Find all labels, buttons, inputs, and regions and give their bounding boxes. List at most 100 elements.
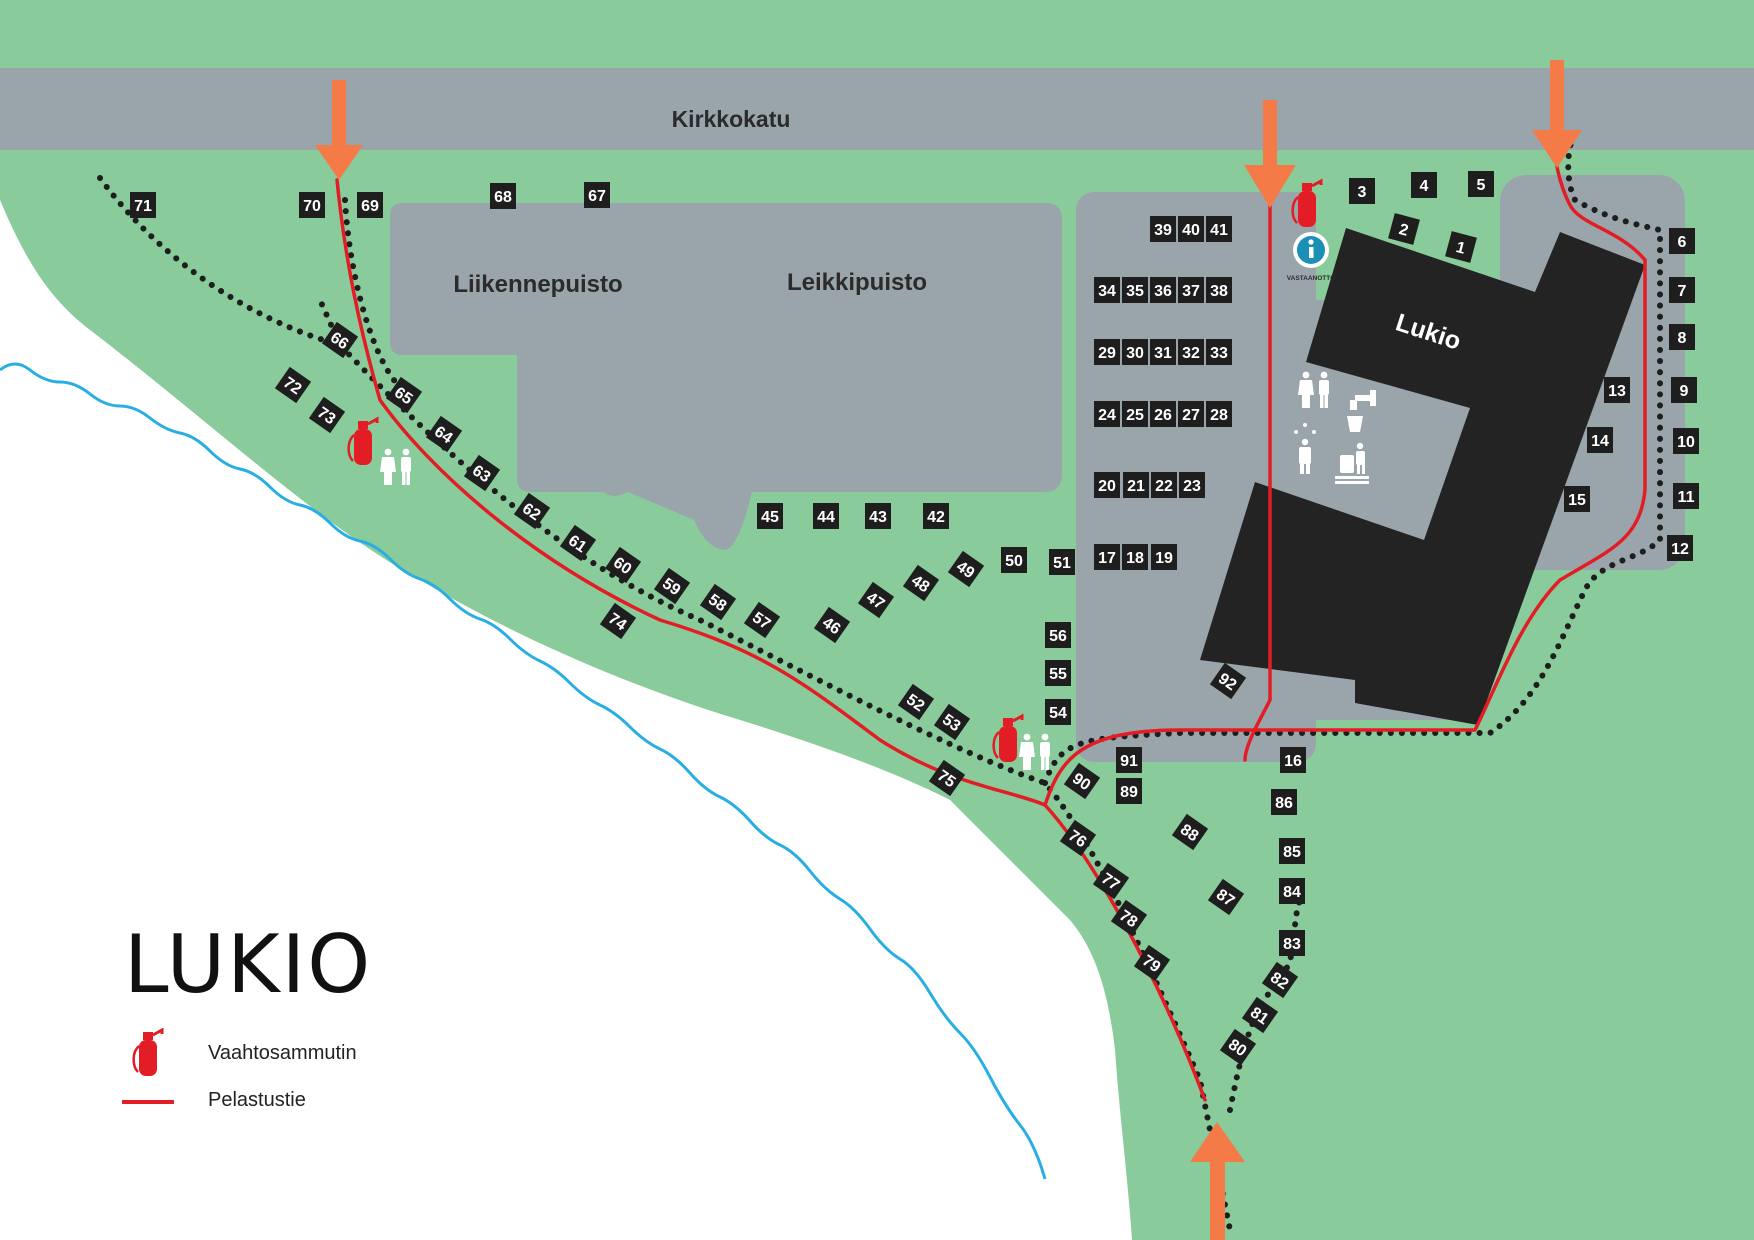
plot-marker-69: 69 (357, 192, 383, 218)
lake-water (0, 200, 1100, 1240)
plot-box (1206, 277, 1232, 303)
plot-box (1116, 778, 1142, 804)
plot-number: 7 (1678, 283, 1687, 300)
plot-number: 10 (1677, 434, 1695, 451)
water-tap-icon (1347, 390, 1376, 432)
plot-box (1059, 819, 1097, 857)
plot-box (1349, 178, 1375, 204)
plot-marker-56: 56 (1045, 622, 1071, 648)
plot-box (1671, 377, 1697, 403)
plot-box (1122, 339, 1148, 365)
plot-marker-22: 22 (1151, 472, 1177, 498)
plot-marker-64: 64 (425, 415, 463, 453)
plot-marker-49: 49 (947, 550, 985, 588)
plot-marker-59: 59 (653, 567, 691, 605)
plot-box (1094, 277, 1120, 303)
plot-marker-11: 11 (1673, 483, 1699, 509)
plot-box (902, 564, 940, 602)
plot-box (1219, 1028, 1257, 1066)
liikennepuisto-area (390, 203, 1062, 550)
plot-box (299, 192, 325, 218)
plot-marker-13: 13 (1604, 377, 1630, 403)
plot-number: 1 (1454, 239, 1467, 258)
plot-number: 35 (1126, 283, 1144, 300)
info-label: VASTAANOTTO (1287, 275, 1335, 282)
plot-box (357, 192, 383, 218)
plot-box (1150, 401, 1176, 427)
plot-number: 56 (1049, 628, 1067, 645)
plot-marker-85: 85 (1279, 838, 1305, 864)
plot-marker-41: 41 (1206, 216, 1232, 242)
plot-box (321, 321, 359, 359)
plot-number: 38 (1210, 283, 1228, 300)
plot-number: 69 (361, 198, 379, 215)
plot-marker-60: 60 (604, 546, 642, 584)
plot-marker-20: 20 (1094, 472, 1120, 498)
kirkkokatu-street (0, 68, 1754, 150)
plot-box (1445, 231, 1477, 263)
plot-box (1261, 961, 1299, 999)
plot-marker-88: 88 (1171, 813, 1209, 851)
plot-marker-77: 77 (1092, 862, 1130, 900)
plot-box (1279, 878, 1305, 904)
plot-box (1178, 339, 1204, 365)
plot-marker-83: 83 (1279, 930, 1305, 956)
plot-number: 18 (1126, 550, 1144, 567)
plot-box (1667, 535, 1693, 561)
plot-marker-72: 72 (274, 366, 312, 404)
plot-number: 33 (1210, 345, 1228, 362)
plot-marker-21: 21 (1123, 472, 1149, 498)
plot-marker-67: 67 (584, 182, 610, 208)
plot-marker-23: 23 (1179, 472, 1205, 498)
plot-marker-10: 10 (1673, 428, 1699, 454)
plot-box (274, 366, 312, 404)
plot-marker-80: 80 (1219, 1028, 1257, 1066)
plot-box (1045, 660, 1071, 686)
plot-marker-17: 17 (1094, 544, 1120, 570)
plot-box (1150, 277, 1176, 303)
plot-marker-14: 14 (1587, 427, 1613, 453)
plot-number: 67 (588, 188, 606, 205)
plot-marker-54: 54 (1045, 699, 1071, 725)
plot-number: 84 (1283, 884, 1301, 901)
plot-marker-5: 5 (1468, 171, 1494, 197)
plot-marker-51: 51 (1049, 549, 1075, 575)
legend-rescue-route-label: Pelastustie (208, 1089, 306, 1111)
plot-box (1116, 747, 1142, 773)
plot-number: 45 (761, 509, 779, 526)
plot-box (857, 581, 895, 619)
plot-number: 19 (1155, 550, 1173, 567)
plot-number: 15 (1568, 492, 1586, 509)
plot-marker-53: 53 (933, 703, 971, 741)
entry-arrow-west (315, 80, 363, 180)
info-point: VASTAANOTTO (1287, 232, 1335, 282)
plot-box (1171, 813, 1209, 851)
plot-box (865, 503, 891, 529)
traffic-park-label: Liikennepuisto (453, 271, 622, 298)
plot-marker-34: 34 (1094, 277, 1120, 303)
plot-marker-66: 66 (321, 321, 359, 359)
plot-marker-29: 29 (1094, 339, 1120, 365)
plot-number: 39 (1154, 222, 1172, 239)
plot-box (1279, 838, 1305, 864)
plot-box (1122, 544, 1148, 570)
plot-box (1179, 472, 1205, 498)
plot-box (385, 376, 423, 414)
plot-box (308, 396, 346, 434)
plot-number: 2 (1397, 221, 1410, 240)
plot-marker-70: 70 (299, 192, 325, 218)
plot-marker-25: 25 (1122, 401, 1148, 427)
plot-number: 54 (1049, 705, 1067, 722)
plot-box (559, 524, 597, 562)
plot-number: 43 (869, 509, 887, 526)
plot-marker-7: 7 (1669, 277, 1695, 303)
plot-marker-76: 76 (1059, 819, 1097, 857)
plot-number: 89 (1120, 784, 1138, 801)
plot-number: 31 (1154, 345, 1172, 362)
plot-marker-63: 63 (463, 454, 501, 492)
plot-number: 85 (1283, 844, 1301, 861)
plot-box (1564, 486, 1590, 512)
plot-marker-58: 58 (699, 583, 737, 621)
playground-label: Leikkipuisto (787, 269, 927, 296)
recycling-point-icon (1335, 442, 1369, 484)
